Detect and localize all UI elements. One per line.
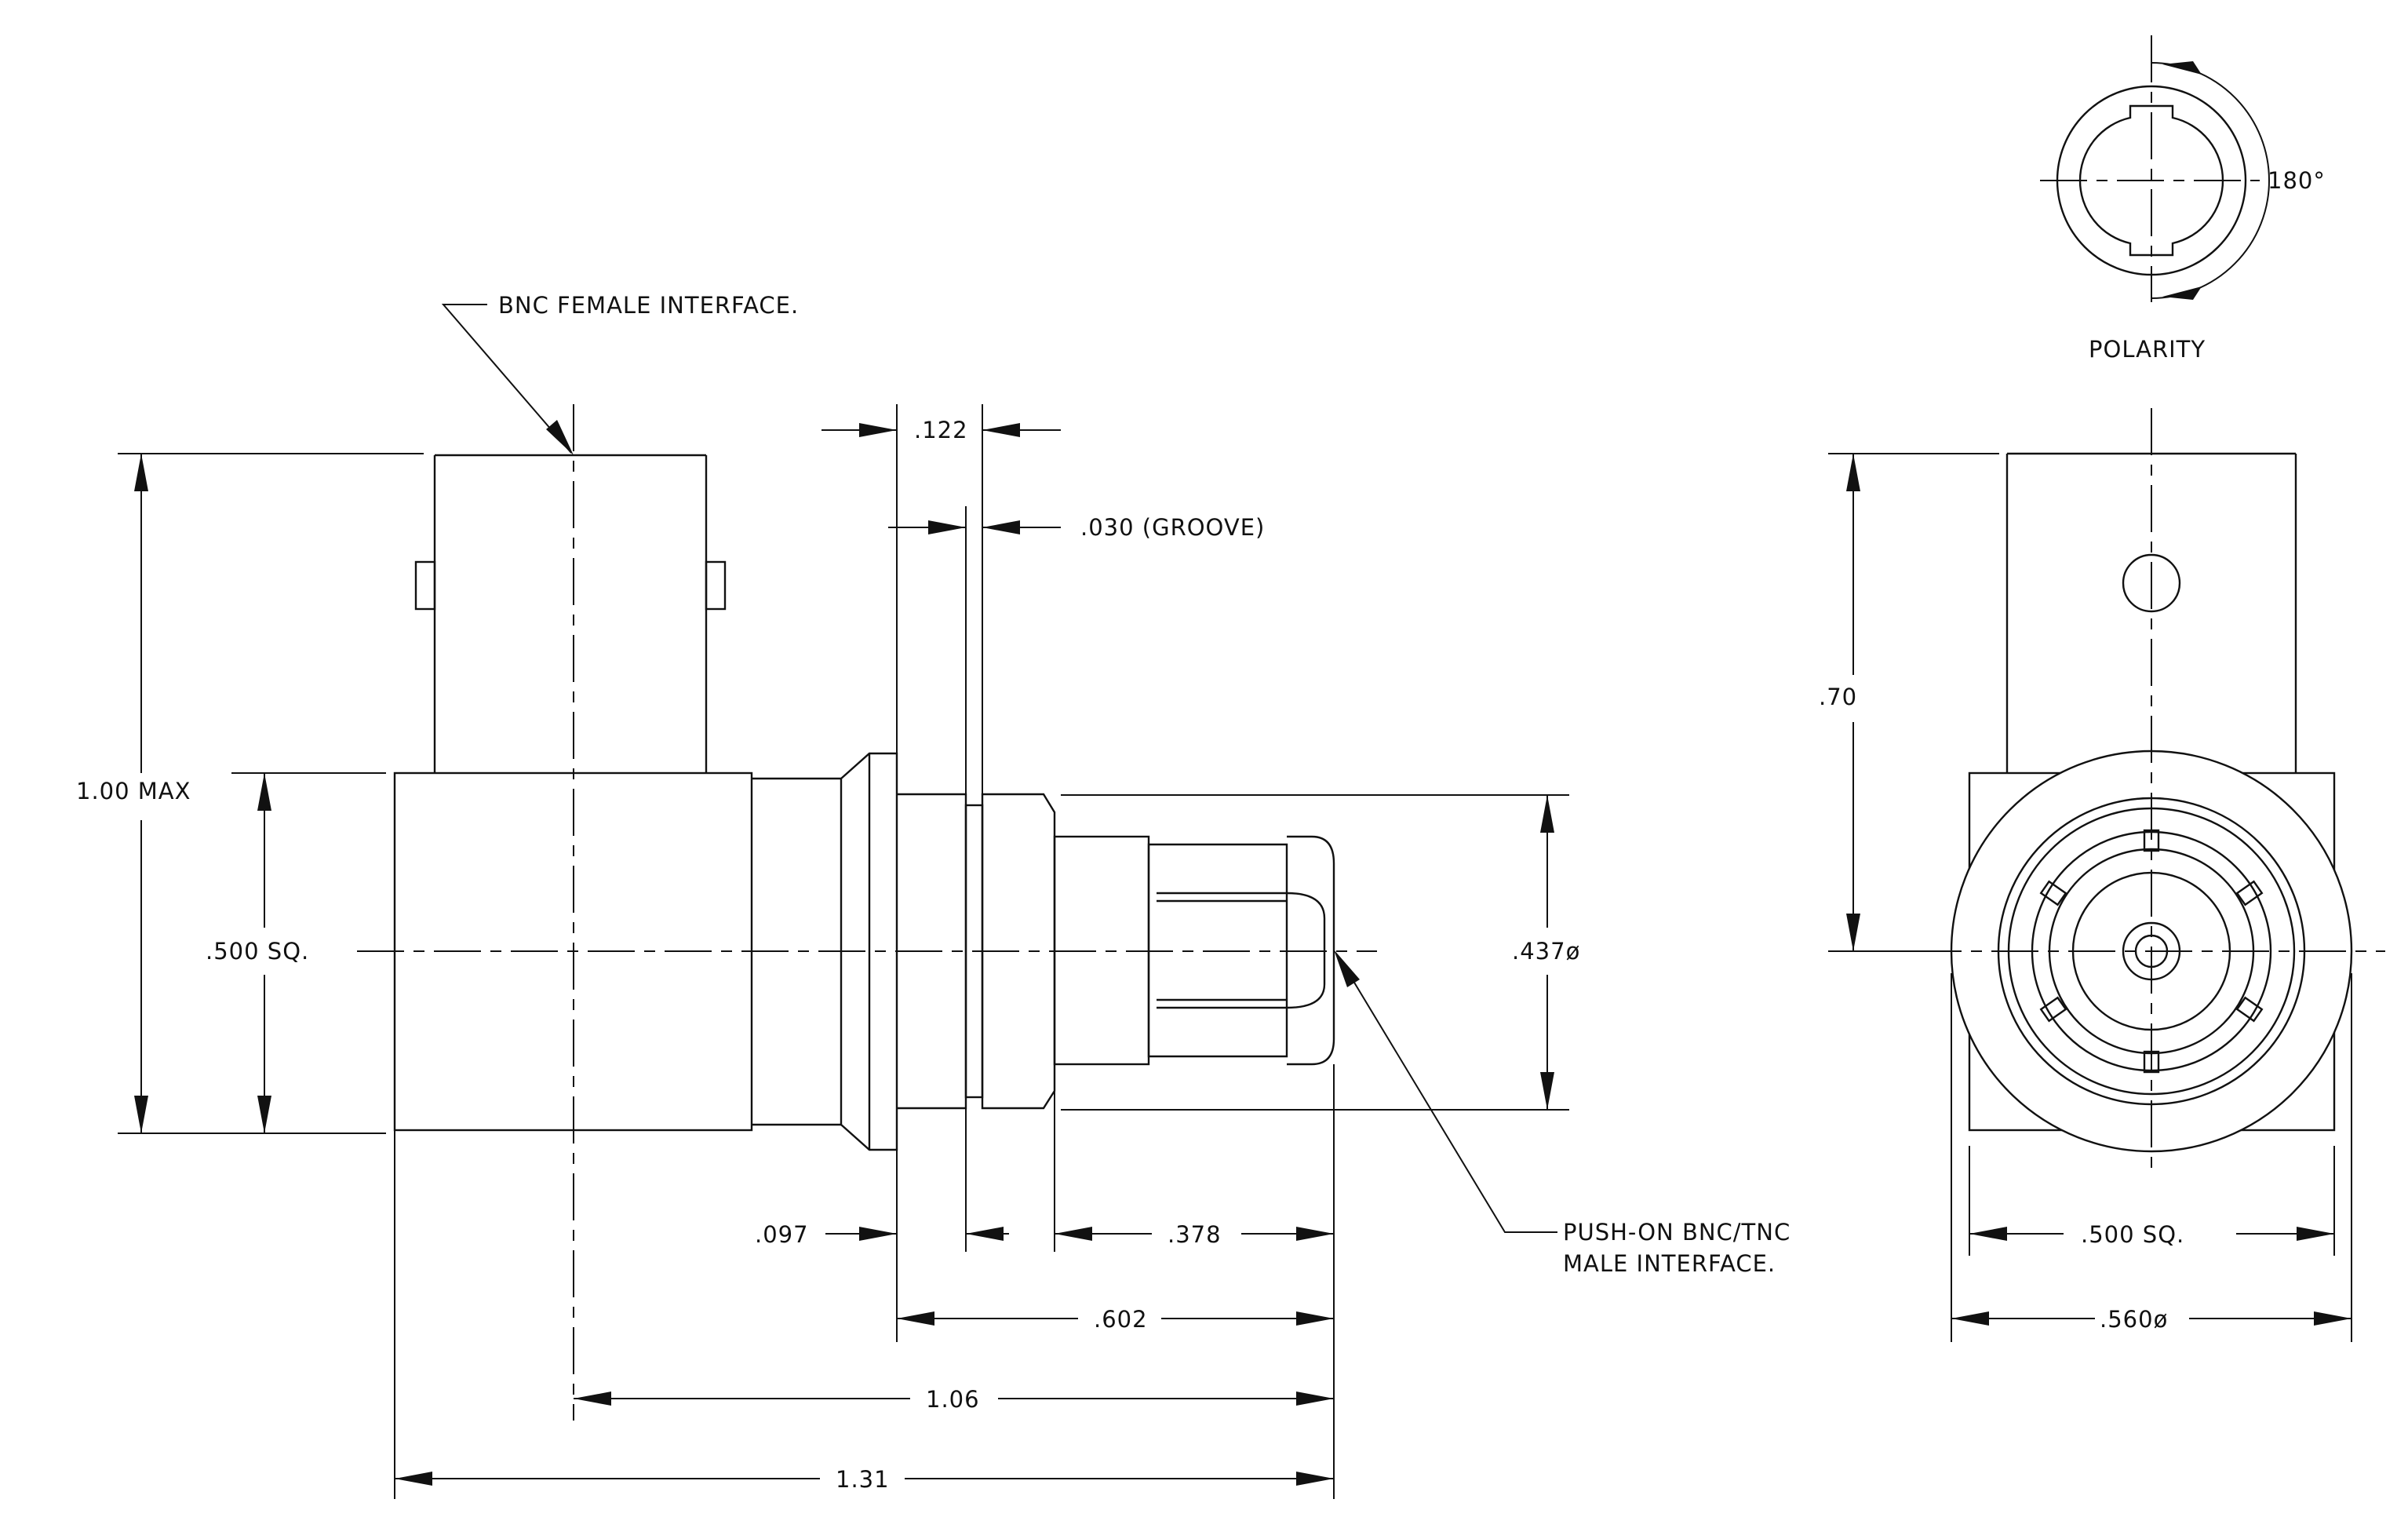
end-view: .70 .500 SQ. .560ø (1819, 408, 2385, 1342)
dim-106: 1.06 (926, 1386, 980, 1413)
finger-tips (1287, 835, 1335, 1066)
angle-label: 180° (2268, 167, 2326, 194)
dim-378: .378 (1168, 1221, 1222, 1248)
polarity-view: 180° POLARITY (2040, 35, 2326, 363)
polarity-key-profile (2078, 104, 2224, 257)
bayonet-pin-left (414, 560, 436, 611)
dim-max-height: 1.00 MAX (76, 778, 191, 804)
dim-122: .122 (914, 417, 968, 443)
dim-097: .097 (755, 1221, 809, 1248)
push-on-label-line1: PUSH-ON BNC/TNC (1563, 1219, 1791, 1246)
dim-437: .437ø (1512, 938, 1580, 965)
end-slot (2235, 880, 2264, 906)
slotted-fingers (1147, 843, 1288, 1058)
bayonet-pin-right (705, 560, 727, 611)
bnc-female-body (433, 454, 708, 773)
end-slot (2039, 996, 2067, 1023)
rotation-arrow (2151, 62, 2270, 299)
push-on-label-line2: MALE INTERFACE. (1563, 1250, 1776, 1277)
dim-131: 1.31 (836, 1466, 890, 1493)
groove-label: .030 (GROOVE) (1080, 514, 1265, 541)
dim-body-square-end: .500 SQ. (2081, 1221, 2184, 1248)
end-tower-hole (2122, 553, 2181, 613)
end-slot (2039, 880, 2067, 906)
polarity-label: POLARITY (2089, 336, 2206, 363)
dim-560: .560ø (2100, 1306, 2168, 1333)
end-slot (2235, 996, 2264, 1023)
bnc-female-label: BNC FEMALE INTERFACE. (498, 292, 799, 319)
dim-body-square: .500 SQ. (206, 938, 309, 965)
neck (752, 777, 841, 1126)
dim-70: .70 (1819, 684, 1857, 710)
dim-602: .602 (1094, 1306, 1148, 1333)
side-view: 1.00 MAX .500 SQ. .122 .030 (GROOVE) BNC… (76, 292, 1791, 1499)
